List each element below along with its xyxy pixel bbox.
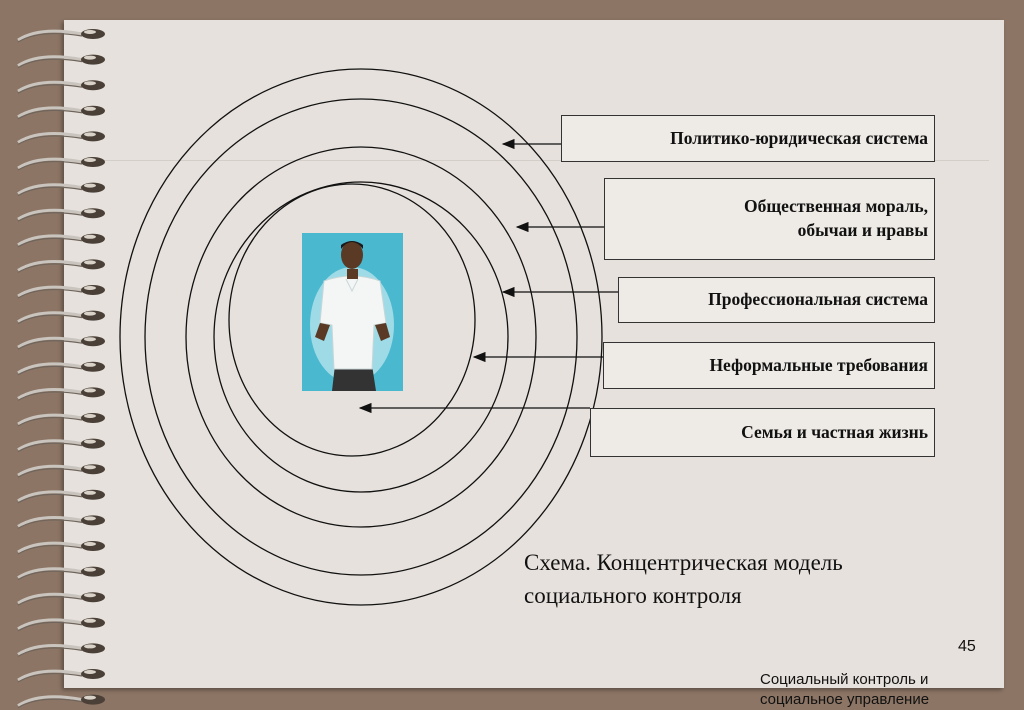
page-number: 45 (958, 638, 976, 656)
layer-label-family: Семья и частная жизнь (590, 408, 935, 457)
binding-coil (18, 311, 105, 324)
layer-label-political-legal: Политико-юридическая система (561, 115, 935, 162)
binding-coil (18, 55, 105, 68)
binding-coil (18, 413, 105, 426)
binding-coil (18, 541, 105, 554)
binding-coil (18, 439, 105, 452)
layer-label-text: Профессиональная система (619, 288, 928, 312)
binding-coil (18, 80, 105, 93)
binding-coil (18, 29, 105, 42)
binding-coil (18, 285, 105, 298)
layer-label-professional: Профессиональная система (618, 277, 935, 323)
footer-line-2: социальное управление (760, 690, 929, 710)
layer-label-informal: Неформальные требования (603, 342, 935, 389)
binding-coil (18, 695, 105, 708)
person-illustration (302, 233, 403, 391)
binding-coil (18, 490, 105, 503)
binding-coil (18, 643, 105, 656)
binding-coil (18, 387, 105, 400)
binding-coil (18, 567, 105, 580)
layer-label-text: Неформальные требования (604, 354, 928, 378)
layer-label-text: Семья и частная жизнь (591, 421, 928, 445)
caption-line-2: социального контроля (524, 579, 843, 612)
layer-label-text: Общественная мораль, обычаи и нравы (605, 195, 928, 242)
binding-coil (18, 336, 105, 349)
layer-label-text: Политико-юридическая система (562, 127, 928, 151)
binding-coil (18, 131, 105, 144)
binding-coil (18, 183, 105, 196)
binding-coil (18, 234, 105, 247)
binding-coil (18, 259, 105, 272)
binding-coil (18, 157, 105, 170)
binding-coil (18, 618, 105, 631)
binding-coil (18, 208, 105, 221)
binding-coil (18, 515, 105, 528)
footer-line-1: Социальный контроль и (760, 670, 929, 690)
binding-coil (18, 106, 105, 119)
slide-footer: Социальный контроль и социальное управле… (760, 670, 929, 710)
diagram-caption: Схема. Концентрическая модель социальног… (524, 546, 843, 612)
layer-label-public-morality: Общественная мораль, обычаи и нравы (604, 178, 935, 260)
caption-line-1: Схема. Концентрическая модель (524, 546, 843, 579)
binding-coil (18, 362, 105, 375)
binding-coil (18, 669, 105, 682)
binding-coil (18, 592, 105, 605)
binding-coil (18, 464, 105, 477)
